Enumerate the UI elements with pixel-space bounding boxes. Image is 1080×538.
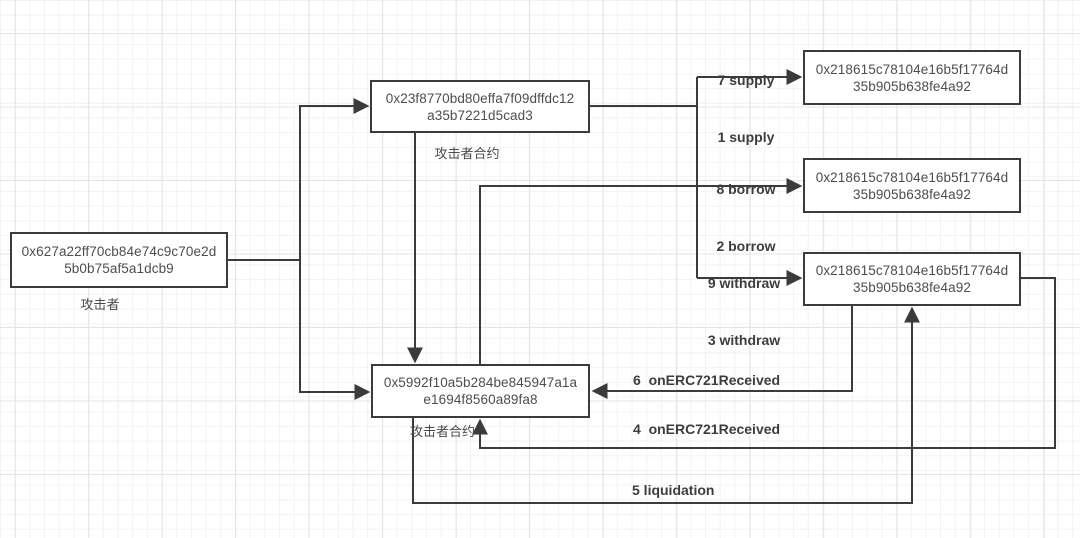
label-supply[interactable]: 7 supply 1 supply <box>700 33 792 185</box>
label-borrow[interactable]: 8 borrow 2 borrow <box>700 142 792 294</box>
label-supply-line2: 1 supply <box>717 129 775 145</box>
edge-on-erc721-received-4[interactable] <box>472 277 1056 449</box>
label-borrow-line2: 2 borrow <box>716 238 776 254</box>
label-supply-line1: 7 supply <box>717 72 775 88</box>
label-on-erc721-received-6[interactable]: 6 onERC721Received <box>633 372 781 388</box>
edge-attacker-to-contract1[interactable] <box>228 98 370 261</box>
caption-attacker[interactable]: 攻击者 <box>80 297 120 312</box>
address-line: 35b905b638fe4a92 <box>853 78 971 94</box>
address-line: 35b905b638fe4a92 <box>853 186 971 202</box>
address-line: 0x218615c78104e16b5f17764d <box>815 169 1009 185</box>
address-line: 0x23f8770bd80effa7f09dffdc12 <box>385 90 575 106</box>
caption-attacker-contract2[interactable]: 攻击者合约 <box>410 424 476 439</box>
address-line: 0x5992f10a5b284be845947a1a <box>383 375 578 390</box>
node-victim-borrow-address[interactable]: 0x218615c78104e16b5f17764d 35b905b638fe4… <box>803 158 1021 213</box>
node-attacker-address[interactable]: 0x627a22ff70cb84e74c9c70e2d 5b0b75af5a1d… <box>10 232 228 288</box>
node-attacker-contract1-address[interactable]: 0x23f8770bd80effa7f09dffdc12 a35b7221d5c… <box>370 80 590 133</box>
address-line: 5b0b75af5a1dcb9 <box>64 261 174 276</box>
node-victim-withdraw-address[interactable]: 0x218615c78104e16b5f17764d 35b905b638fe4… <box>803 252 1021 306</box>
edge-borrow[interactable] <box>479 178 803 364</box>
label-withdraw[interactable]: 9 withdraw 3 withdraw <box>698 236 790 388</box>
label-on-erc721-received-4[interactable]: 4 onERC721Received <box>633 421 781 437</box>
label-withdraw-line1: 9 withdraw <box>707 275 781 291</box>
label-liquidation[interactable]: 5 liquidation <box>632 482 715 498</box>
label-withdraw-line2: 3 withdraw <box>707 332 781 348</box>
caption-attacker-contract1[interactable]: 攻击者合约 <box>434 146 500 161</box>
node-attacker-contract2-address[interactable]: 0x5992f10a5b284be845947a1a e1694f8560a89… <box>371 364 590 418</box>
edge-on-erc721-received-6[interactable] <box>591 306 853 399</box>
address-line: e1694f8560a89fa8 <box>423 392 538 407</box>
address-line: 0x218615c78104e16b5f17764d <box>815 61 1009 77</box>
address-line: 0x627a22ff70cb84e74c9c70e2d <box>21 244 217 259</box>
edge-attacker-to-contract2[interactable] <box>228 259 371 400</box>
edge-liquidation[interactable] <box>412 306 920 504</box>
label-borrow-line1: 8 borrow <box>716 181 776 197</box>
address-line: 0x218615c78104e16b5f17764d <box>815 263 1009 278</box>
address-line: a35b7221d5cad3 <box>427 107 533 123</box>
address-line: 35b905b638fe4a92 <box>853 280 971 295</box>
node-victim-supply-address[interactable]: 0x218615c78104e16b5f17764d 35b905b638fe4… <box>803 50 1021 105</box>
